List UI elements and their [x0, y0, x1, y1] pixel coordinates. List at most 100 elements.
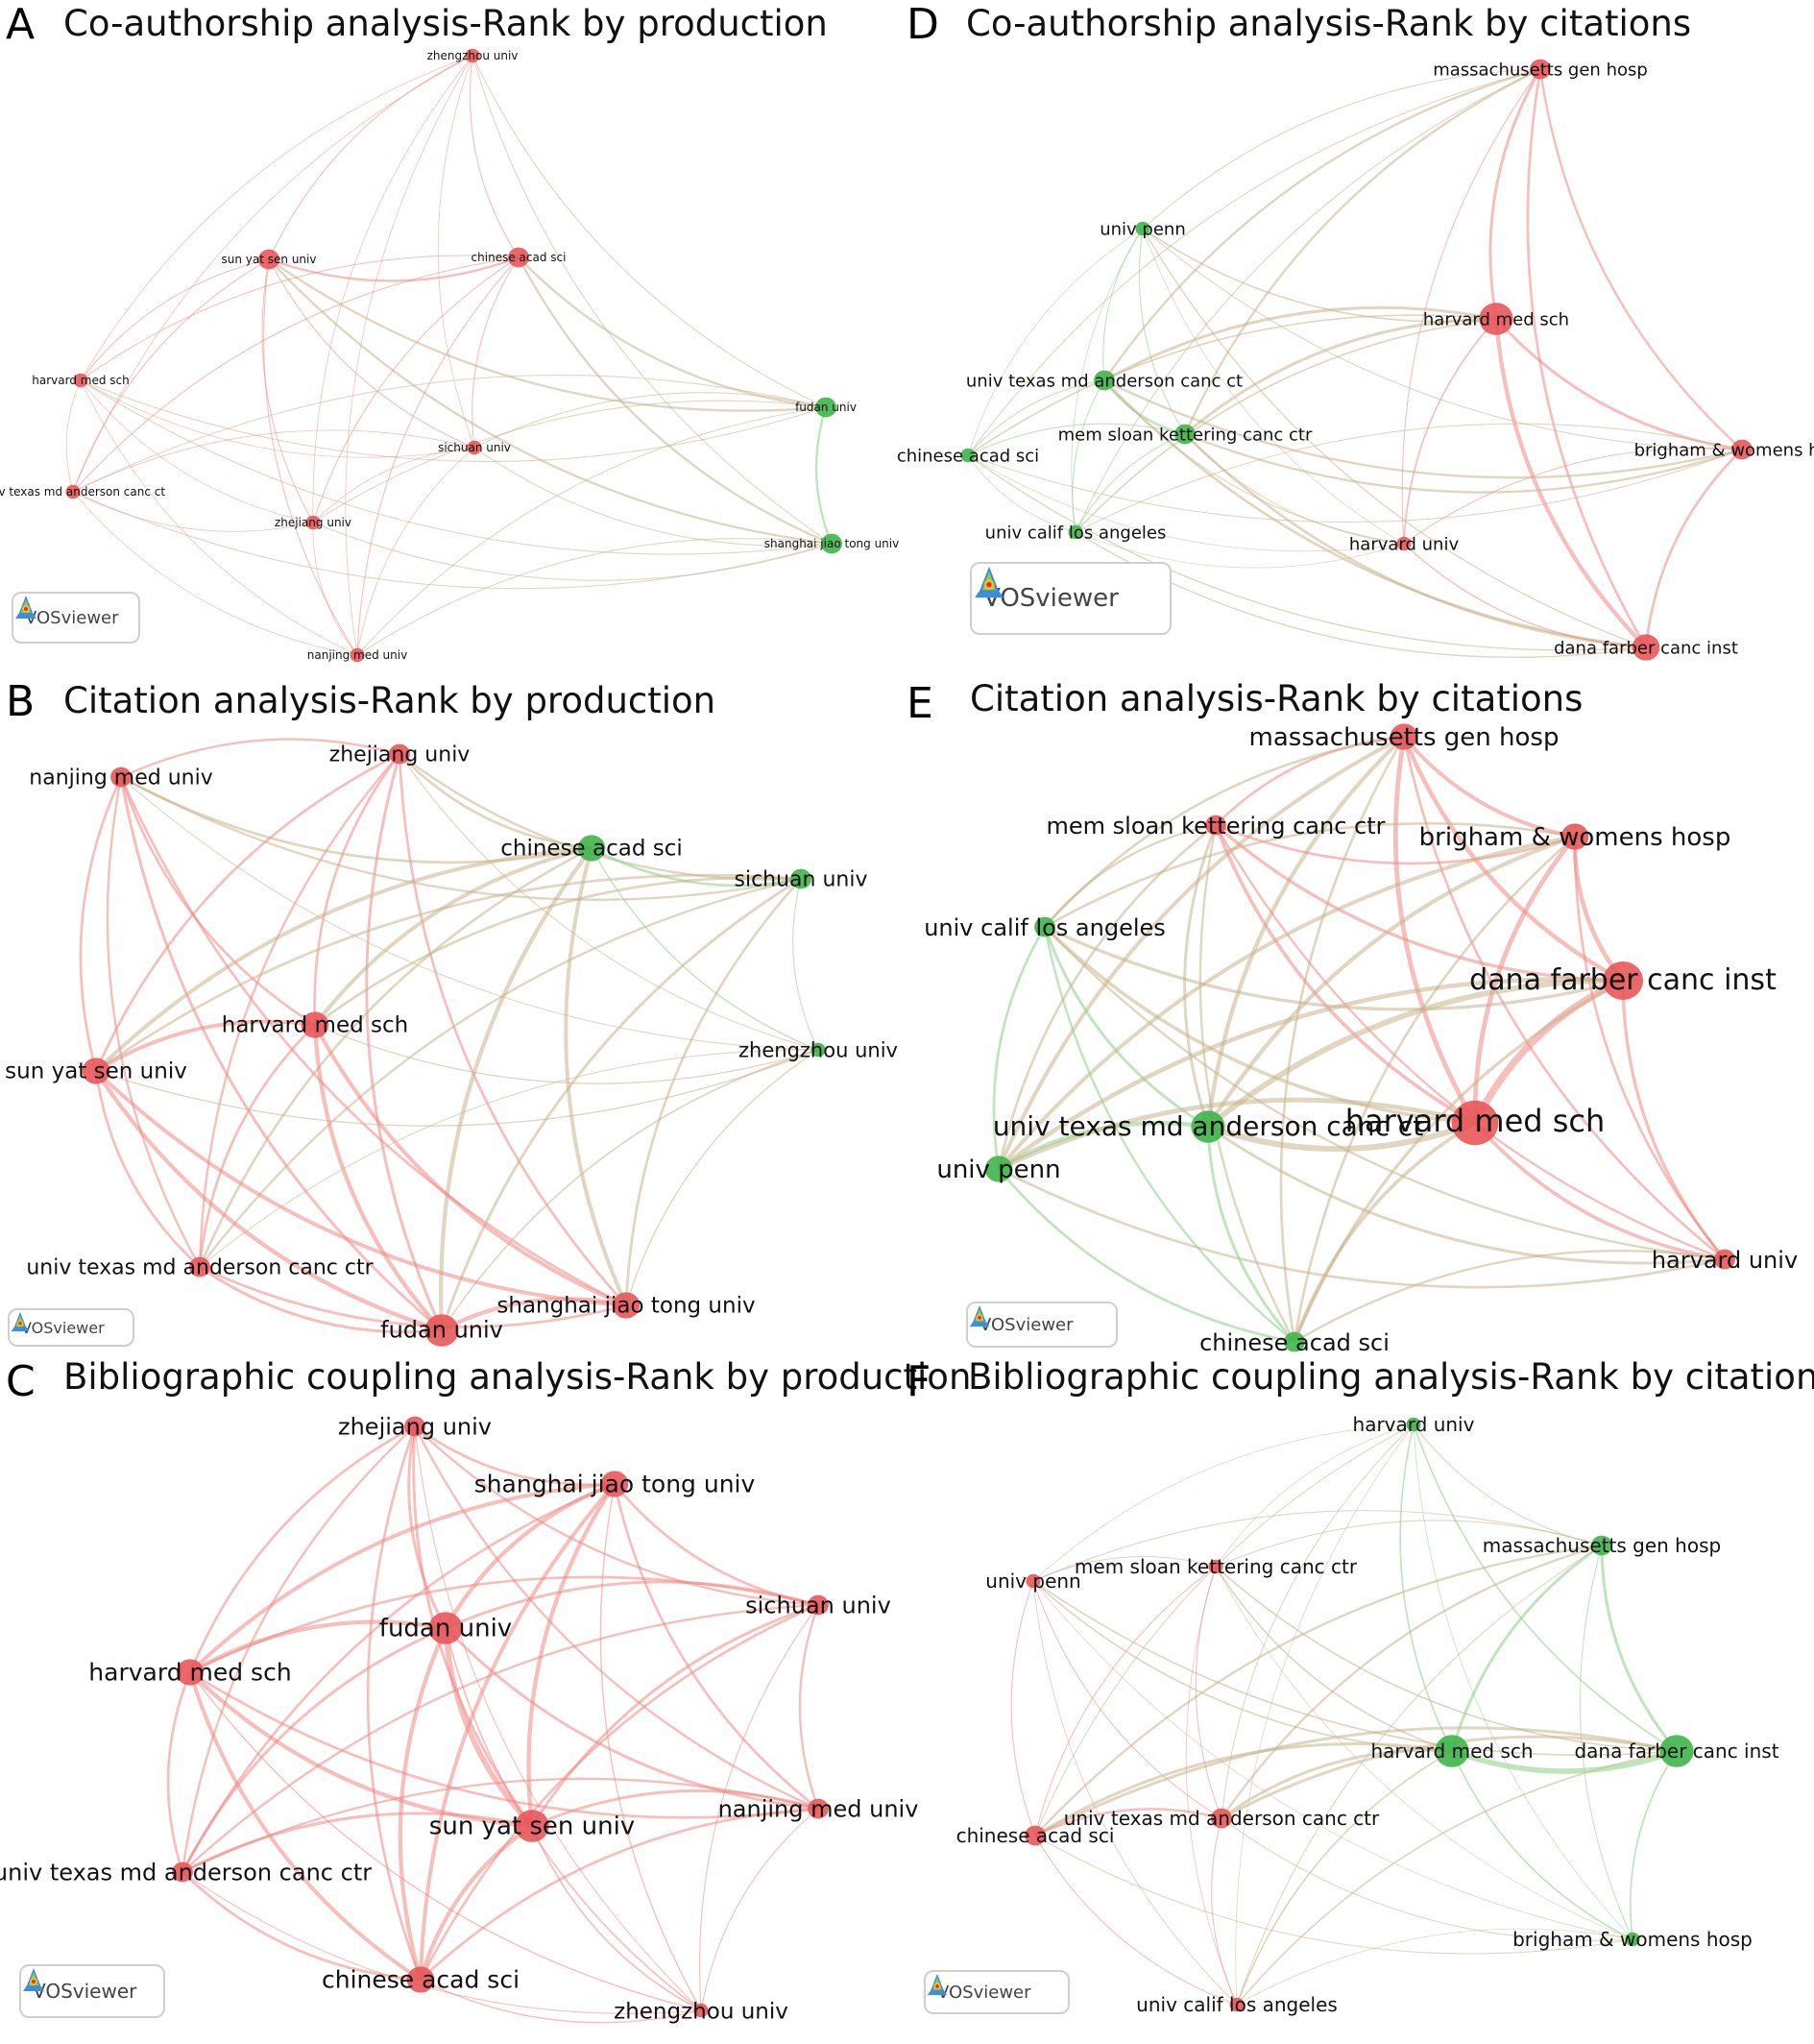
network-link	[1032, 1424, 1415, 1582]
node-label-zhengzhou-univ: zhengzhou univ	[427, 49, 519, 62]
network-link	[1102, 228, 1144, 381]
network-link	[94, 752, 400, 1072]
network-link	[1207, 1125, 1726, 1265]
node-label-univ-texas-md-anderson-canc-ctr: univ texas md anderson canc ctr	[1064, 1807, 1380, 1830]
node-label-dana-farber-canc-inst: dana farber canc inst	[1554, 638, 1738, 658]
vosviewer-badge: VOSviewer	[970, 562, 1172, 635]
node-label-zhejiang-univ: zhejiang univ	[329, 743, 471, 767]
node-brigham-and-womens-hosp	[1731, 439, 1753, 460]
network-link	[1221, 1748, 1453, 1820]
network-link	[119, 776, 443, 1332]
network-link	[1221, 1544, 1603, 1819]
node-univ-calif-los-angeles	[1229, 1997, 1245, 2012]
network-link	[1034, 1808, 1222, 1837]
node-label-fudan-univ: fudan univ	[795, 401, 857, 414]
network-link	[356, 447, 475, 656]
network-link	[1075, 68, 1541, 533]
network-link	[967, 228, 1144, 456]
panel-title-c: Bibliographic coupling analysis-Rank by …	[63, 1356, 972, 1398]
node-univ-penn	[1026, 1573, 1041, 1589]
node-brigham-and-womens-hosp	[1560, 823, 1589, 850]
network-link	[80, 379, 833, 555]
network-link	[1293, 1121, 1476, 1343]
panel-title-f: Bibliographic coupling analysis-Rank by …	[968, 1356, 1814, 1398]
network-link	[1473, 1121, 1726, 1261]
network-link	[700, 1808, 819, 2011]
node-label-sun-yat-sen-univ: sun yat sen univ	[222, 253, 317, 266]
network-link	[1206, 978, 1624, 1130]
network-link	[1032, 1580, 1633, 1940]
node-label-fudan-univ: fudan univ	[380, 1317, 503, 1344]
network-link	[1538, 68, 1743, 450]
node-label-chinese-acad-sci: chinese acad sci	[500, 837, 683, 862]
node-label-chinese-acad-sci: chinese acad sci	[897, 446, 1039, 466]
network-link	[792, 878, 819, 1051]
node-sichuan-univ	[467, 440, 482, 455]
network-link	[312, 1024, 444, 1332]
network-link	[188, 1671, 423, 1982]
network-link	[1621, 980, 1727, 1261]
network-link	[967, 454, 1405, 552]
node-label-harvard-univ: harvard univ	[1353, 1413, 1475, 1436]
network-link	[181, 1425, 416, 1873]
network-link	[518, 256, 827, 409]
network-link	[1293, 835, 1576, 1343]
network-link	[1206, 1120, 1477, 1153]
network-link	[1032, 1556, 1217, 1582]
node-label-univ-texas-md-anderson-canc-ctr: univ texas md anderson canc ctr	[0, 1859, 372, 1886]
node-zhengzhou-univ	[810, 1042, 826, 1058]
node-harvard-univ	[1396, 536, 1412, 551]
vosviewer-logo-icon	[11, 1311, 30, 1332]
network-link	[199, 1265, 627, 1328]
node-sichuan-univ	[808, 1594, 829, 1616]
node-mem-sloan-kettering-canc-ctr	[1205, 815, 1226, 836]
network-link	[1644, 449, 1743, 648]
network-link	[72, 491, 833, 590]
node-dana-farber-canc-inst	[1659, 1735, 1694, 1767]
panel-letter-a: A	[6, 0, 36, 49]
vosviewer-logo-icon	[23, 1968, 44, 1991]
network-link	[80, 379, 827, 463]
node-univ-texas-md-anderson-canc-ct	[65, 484, 81, 499]
node-label-univ-calif-los-angeles: univ calif los angeles	[924, 914, 1166, 941]
node-chinese-acad-sci	[406, 1966, 435, 1993]
node-shanghai-jiao-tong-univ	[600, 1471, 629, 1497]
panel-letter-c: C	[6, 1357, 36, 1406]
network-link	[420, 1807, 819, 1981]
network-link	[1279, 736, 1406, 1343]
network-link	[1032, 1580, 1238, 2006]
network-link	[1630, 1750, 1678, 1940]
network-link	[94, 846, 593, 1073]
node-label-nanjing-med-univ: nanjing med univ	[718, 1795, 919, 1822]
network-link	[441, 1049, 819, 1331]
node-massachusetts-gen-hosp	[1591, 1535, 1612, 1556]
network-link	[564, 847, 628, 1306]
network-link	[80, 379, 314, 523]
network-link	[120, 775, 802, 901]
network-link	[1184, 432, 1743, 494]
network-link	[1043, 926, 1295, 1343]
node-nanjing-med-univ	[110, 766, 132, 788]
network-link	[1211, 1817, 1238, 2006]
network-link	[72, 258, 270, 493]
network-link	[1214, 823, 1624, 983]
network-link	[80, 379, 475, 458]
network-link	[1235, 1424, 1415, 2006]
vosviewer-text: VOSviewer	[33, 1980, 137, 2003]
network-link	[1142, 228, 1497, 323]
node-label-chinese-acad-sci: chinese acad sci	[322, 1965, 520, 1993]
network-link	[997, 1097, 1476, 1172]
node-zhengzhou-univ	[465, 48, 480, 63]
network-link	[94, 1019, 316, 1073]
node-label-univ-texas-md-anderson-canc-ct: univ texas md anderson canc ct	[966, 371, 1243, 391]
network-link	[413, 1425, 819, 1811]
network-link	[1185, 1566, 1238, 2006]
network-link	[1075, 433, 1186, 533]
network-link	[188, 1619, 447, 1674]
node-label-univ-texas-md-anderson-canc-ct: univ texas md anderson canc ct	[0, 485, 165, 499]
network-link	[1493, 318, 1648, 649]
node-zhejiang-univ	[389, 743, 410, 765]
